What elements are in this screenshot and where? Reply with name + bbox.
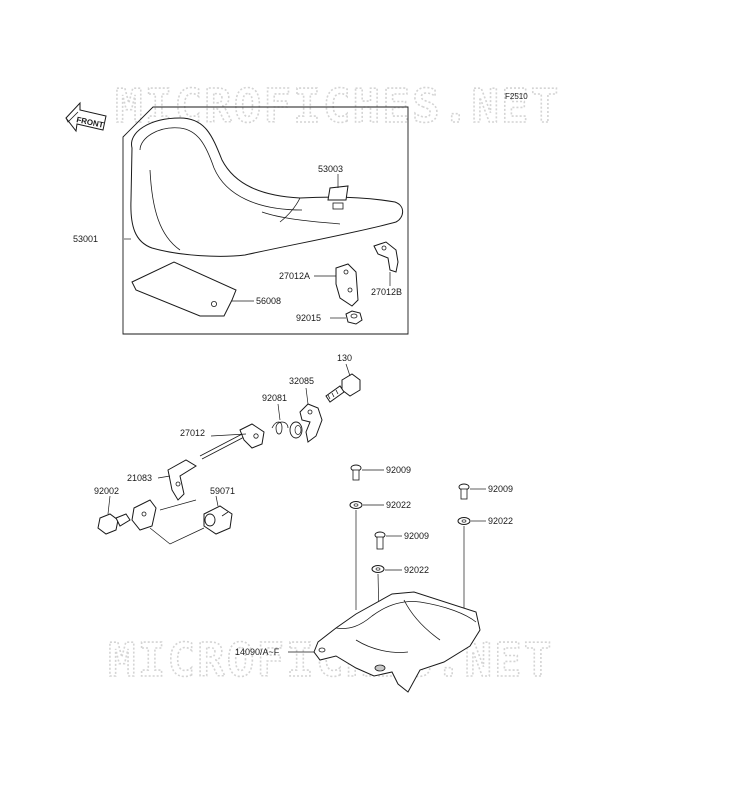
label-92081: 92081 — [262, 393, 287, 403]
label-27012a: 27012A — [279, 271, 310, 281]
spring-92081 — [271, 421, 303, 439]
key-cylinder-59071 — [203, 505, 233, 535]
label-92002: 92002 — [94, 486, 119, 496]
label-130: 130 — [337, 353, 352, 363]
label-56008: 56008 — [256, 296, 281, 306]
lock-plate — [131, 499, 157, 531]
figure-code: F2510 — [505, 92, 528, 101]
label-92009-a: 92009 — [386, 465, 411, 475]
label-59071: 59071 — [210, 486, 235, 496]
label-14090: 14090/A~F — [235, 647, 280, 657]
label-53003: 53003 — [318, 164, 343, 174]
label-92022-b: 92022 — [404, 565, 429, 575]
front-arrow-icon: FRONT — [65, 101, 107, 133]
label-53001: 53001 — [73, 234, 98, 244]
label-27012: 27012 — [180, 428, 205, 438]
label-92015: 92015 — [296, 313, 321, 323]
screw-92009-c — [458, 483, 470, 500]
lever-21083 — [167, 459, 197, 501]
rod-27012 — [199, 423, 265, 460]
bracket-53003 — [327, 185, 349, 210]
label-92022-c: 92022 — [488, 516, 513, 526]
nut-92015 — [345, 310, 363, 325]
screw-92009-b — [374, 531, 386, 550]
label-32085: 32085 — [289, 376, 314, 386]
label-92022-a: 92022 — [386, 500, 411, 510]
bolt-92002 — [97, 513, 131, 535]
plate-56008 — [131, 261, 237, 317]
label-27012b: 27012B — [371, 287, 402, 297]
latch-32085 — [299, 403, 323, 443]
seat-53001 — [130, 117, 404, 257]
tail-cover-14090 — [313, 591, 481, 693]
bolt-130 — [325, 373, 361, 403]
bracket-27012a — [335, 263, 359, 307]
label-21083: 21083 — [127, 473, 152, 483]
screw-92009-a — [350, 464, 362, 481]
seat-group-frame — [122, 106, 409, 335]
label-92009-c: 92009 — [488, 484, 513, 494]
bracket-27012b — [373, 241, 399, 273]
label-92009-b: 92009 — [404, 531, 429, 541]
